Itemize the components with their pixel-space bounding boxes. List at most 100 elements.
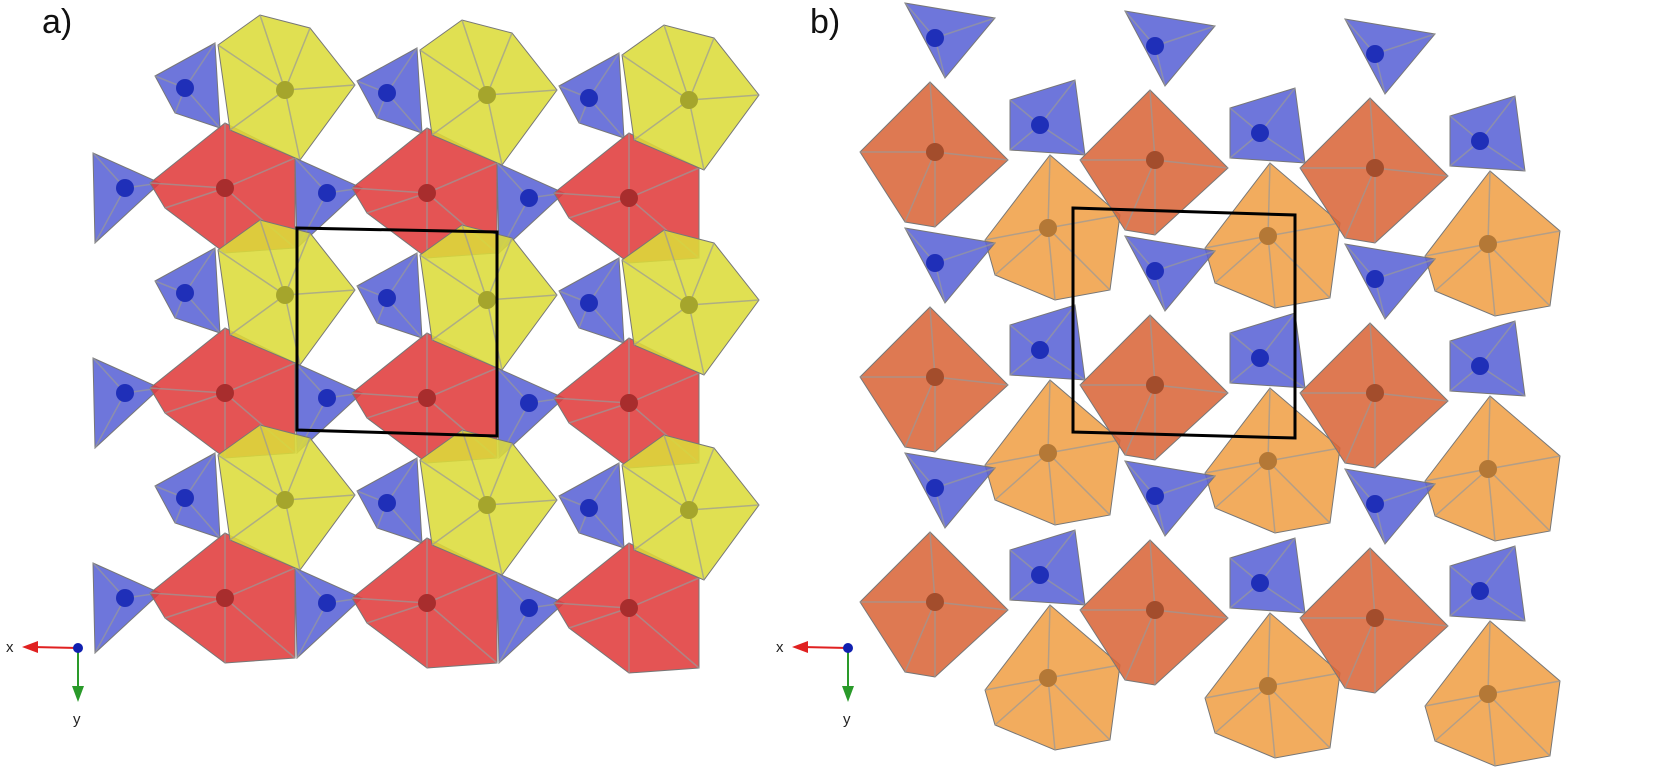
atom (1259, 677, 1277, 695)
bond (553, 192, 630, 199)
bond (1259, 87, 1296, 134)
bond (486, 504, 503, 576)
bond (1267, 387, 1271, 462)
atom (1251, 574, 1269, 592)
bond (1487, 243, 1496, 317)
atom (176, 79, 194, 97)
atom (116, 179, 134, 197)
tetrahedron (92, 562, 161, 655)
bond (1267, 447, 1341, 462)
bond (1267, 672, 1341, 687)
tetrahedron (1124, 460, 1216, 537)
bond (1047, 214, 1121, 229)
atom (176, 489, 194, 507)
bond (486, 499, 558, 506)
bond (1124, 609, 1156, 681)
bond (1267, 235, 1331, 299)
bond (1479, 320, 1516, 367)
tetrahedron (1229, 87, 1306, 164)
bond (224, 597, 296, 659)
bond (1374, 483, 1436, 505)
atom (580, 89, 598, 107)
atom (1479, 685, 1497, 703)
tetrahedron (1344, 18, 1436, 95)
atom (1471, 582, 1489, 600)
bond (1204, 460, 1269, 474)
bond (633, 509, 690, 551)
bond (284, 84, 356, 91)
tetrahedron (294, 567, 363, 660)
atom (926, 368, 944, 386)
atom (1031, 116, 1049, 134)
bond (633, 99, 690, 141)
bond (1214, 460, 1269, 509)
tetrahedron (904, 227, 996, 304)
atom (1031, 566, 1049, 584)
bond (94, 392, 126, 449)
bond (1374, 617, 1449, 627)
bond (1149, 539, 1156, 611)
atom (1366, 270, 1384, 288)
bond (1154, 159, 1229, 169)
bond (994, 677, 1049, 726)
bond (259, 424, 286, 501)
bond (1259, 537, 1296, 584)
bond (1369, 97, 1376, 169)
bond (688, 504, 760, 511)
bond (1479, 95, 1516, 142)
bond (904, 601, 936, 673)
atom (1146, 487, 1164, 505)
bond (1479, 365, 1526, 397)
tetrahedron (294, 157, 363, 250)
atom (478, 291, 496, 309)
bond (1204, 235, 1269, 249)
bond (1344, 392, 1376, 464)
atom (620, 394, 638, 412)
atom (418, 184, 436, 202)
atom (418, 594, 436, 612)
bond (1267, 685, 1276, 759)
bond (621, 54, 690, 101)
bond (366, 192, 428, 214)
bond (229, 294, 286, 336)
bond (217, 249, 286, 296)
bond (1154, 475, 1216, 497)
atom (680, 296, 698, 314)
bond (296, 602, 328, 659)
bond (663, 434, 690, 511)
bond (1487, 455, 1561, 470)
atom (926, 254, 944, 272)
panel-b-unit-cell (1071, 206, 1297, 440)
bond (284, 494, 356, 501)
bond (224, 362, 296, 394)
atom (580, 294, 598, 312)
bond (184, 452, 216, 499)
atom (1471, 357, 1489, 375)
bond (1047, 439, 1121, 454)
bond (934, 17, 996, 39)
bond (486, 294, 558, 301)
bond (431, 299, 488, 341)
tetrahedron (496, 162, 565, 255)
bond (1214, 685, 1269, 734)
bond (1124, 159, 1156, 231)
atom (1251, 124, 1269, 142)
atom (520, 189, 538, 207)
bond (1434, 693, 1489, 742)
x-axis-label: x (6, 639, 14, 656)
tetrahedron (1449, 95, 1526, 172)
atom (1366, 609, 1384, 627)
bond (588, 462, 620, 509)
panel-a-label: a) (42, 3, 72, 41)
bond (1047, 664, 1121, 679)
bond (1047, 452, 1056, 526)
bond (688, 299, 760, 306)
atom (318, 184, 336, 202)
bond (1487, 468, 1551, 532)
bond (426, 162, 498, 194)
bond (419, 459, 488, 506)
bond (224, 567, 296, 599)
bond (284, 499, 301, 571)
atom (1259, 452, 1277, 470)
